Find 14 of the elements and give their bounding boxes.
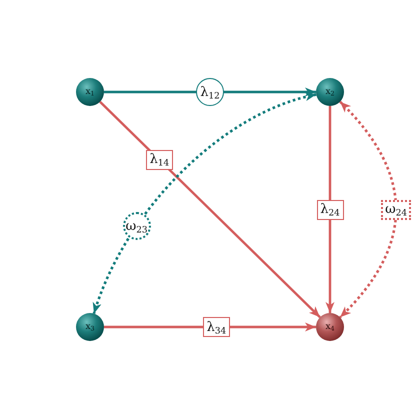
arrow: [104, 88, 316, 96]
dotted-arrow: [339, 100, 398, 318]
edge-label: λ$_{12}$: [196, 78, 224, 106]
edge-label: λ$_{14}$: [146, 150, 173, 170]
sphere-node: x$_{2}$: [316, 78, 344, 106]
sphere-node: x$_{4}$: [316, 313, 344, 341]
edge-label: λ$_{34}$: [202, 317, 230, 337]
arrow: [104, 322, 316, 332]
sphere-node: x$_{1}$: [76, 78, 104, 106]
edge-label: ω$_{24}$: [381, 200, 412, 220]
edge-label: ω$_{23}$: [122, 212, 151, 240]
arrow: [326, 106, 334, 313]
sphere-node: x$_{3}$: [76, 313, 104, 341]
edge-label: λ$_{24}$: [316, 200, 344, 220]
